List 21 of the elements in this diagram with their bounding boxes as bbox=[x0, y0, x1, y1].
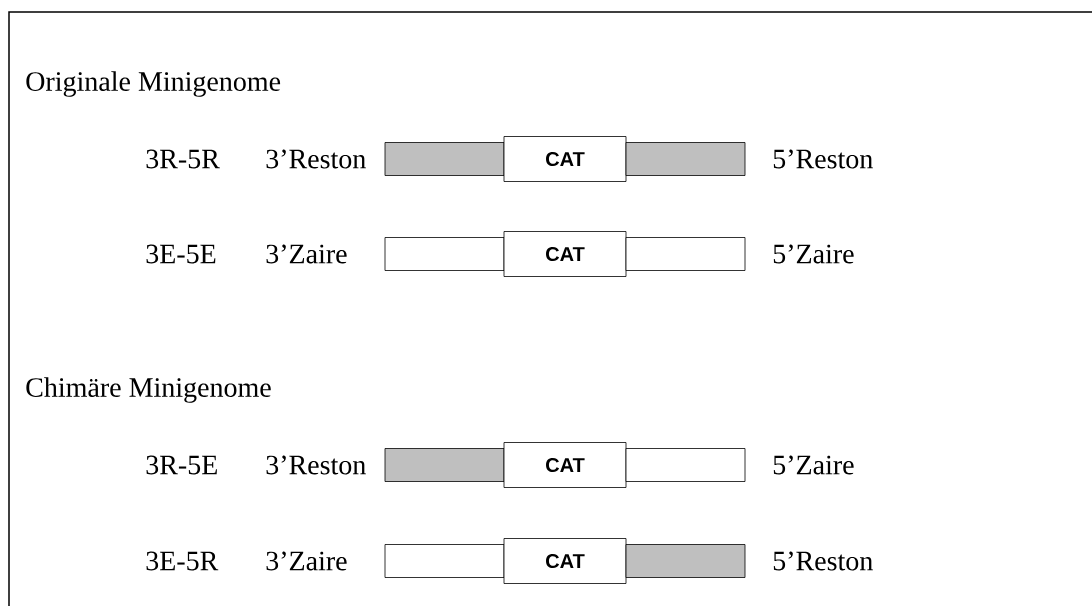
construct-name: 3R-5R bbox=[146, 149, 220, 169]
bar bbox=[625, 544, 746, 578]
bar bbox=[625, 142, 746, 176]
end-label: 5’Zaire bbox=[773, 244, 854, 264]
bar bbox=[384, 448, 505, 482]
construct-name: 3E-5E bbox=[146, 244, 216, 264]
cat-box: CAT bbox=[503, 538, 627, 584]
bar bbox=[384, 142, 505, 176]
bar bbox=[625, 448, 746, 482]
cat-box: CAT bbox=[503, 442, 627, 488]
end-label: 3’Zaire bbox=[266, 551, 347, 571]
construct-name: 3R-5E bbox=[146, 455, 217, 475]
bar bbox=[625, 237, 746, 271]
bar bbox=[384, 237, 505, 271]
end-label: 3’Zaire bbox=[266, 244, 347, 264]
construct-name: 3E-5R bbox=[146, 551, 219, 571]
heading: Chimäre Minigenome bbox=[26, 377, 271, 403]
heading: Originale Minigenome bbox=[26, 71, 281, 97]
cat-box: CAT bbox=[503, 136, 627, 182]
cat-box: CAT bbox=[503, 231, 627, 277]
bar bbox=[384, 544, 505, 578]
